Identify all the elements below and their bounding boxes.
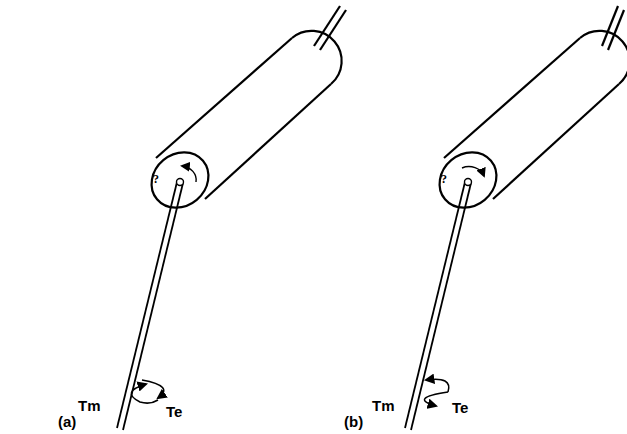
torque-label: Tm — [78, 398, 101, 413]
torque-label: Tm — [372, 398, 395, 413]
panel-label: (a) — [58, 414, 76, 429]
panel-label: (b) — [344, 414, 363, 429]
cylinder-b — [405, 6, 627, 430]
torque-label: Te — [166, 404, 182, 419]
torque-label: Te — [452, 400, 468, 415]
question-mark: ? — [153, 173, 159, 185]
question-mark: ? — [441, 173, 447, 185]
cylinder-a — [117, 6, 346, 430]
